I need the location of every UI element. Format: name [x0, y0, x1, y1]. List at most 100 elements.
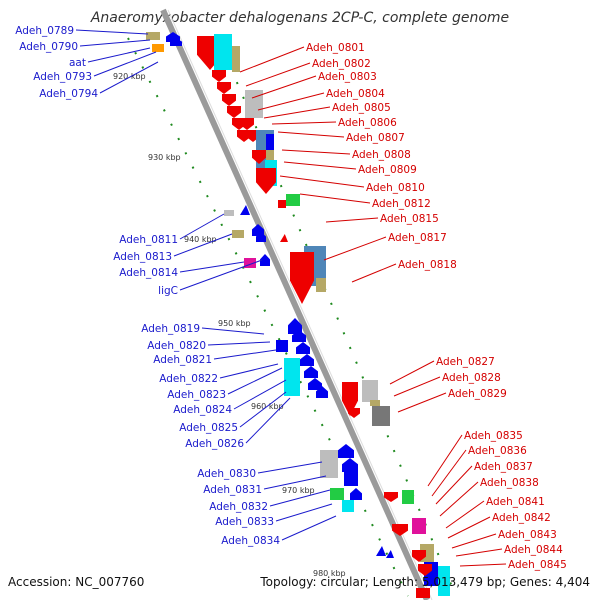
- right-label-leader: [283, 161, 357, 170]
- left-gene-label: Adeh_0819: [141, 323, 200, 335]
- gene-arrow: [316, 386, 328, 398]
- right-label-leader: [271, 121, 337, 125]
- gene-arrow: [384, 492, 398, 502]
- left-gene-label: aat: [69, 57, 86, 69]
- left-label-leader: [233, 379, 287, 410]
- left-gene-label: Adeh_0821: [153, 354, 212, 366]
- left-label-leader: [263, 475, 327, 490]
- right-label-leader: [451, 533, 497, 549]
- gene-block: [152, 44, 164, 52]
- gene-arrow: [290, 252, 314, 304]
- right-gene-label: Adeh_0812: [372, 198, 431, 210]
- topology-text: Topology: circular; Length: 5,013,479 bp…: [259, 575, 590, 589]
- right-label-leader: [435, 465, 473, 505]
- left-label-leader: [207, 341, 271, 346]
- right-label-leader: [351, 263, 397, 283]
- gene-arrow: [252, 150, 266, 164]
- left-gene-label: Adeh_0825: [179, 422, 238, 434]
- gene-arrow: [300, 354, 314, 366]
- left-label-leader: [219, 363, 279, 379]
- gene-block: [330, 488, 344, 500]
- gene-block: [245, 90, 263, 118]
- gene-block: [224, 210, 234, 216]
- left-gene-label: Adeh_0824: [173, 404, 232, 416]
- right-gene-label: Adeh_0829: [448, 388, 507, 400]
- right-label-leader: [459, 563, 507, 567]
- left-label-leader: [245, 397, 291, 444]
- right-gene-label: Adeh_0818: [398, 259, 457, 271]
- left-gene-label: Adeh_0832: [209, 501, 268, 513]
- right-gene-label: Adeh_0845: [508, 559, 567, 571]
- right-label-leader: [447, 516, 491, 539]
- left-gene-label: Adeh_0794: [39, 88, 98, 100]
- gene-arrow: [240, 205, 250, 215]
- right-label-leader: [263, 106, 331, 119]
- right-gene-label: Adeh_0810: [366, 182, 425, 194]
- gene-arrow: [280, 234, 288, 242]
- gene-arrow: [288, 318, 302, 334]
- left-label-leader: [93, 51, 157, 77]
- left-labels: Adeh_0789Adeh_0790aatAdeh_0793Adeh_0794A…: [15, 25, 337, 547]
- right-label-leader: [279, 175, 365, 188]
- left-gene-label: Adeh_0834: [221, 535, 280, 547]
- gene-arrow: [256, 232, 266, 242]
- gene-features: [146, 32, 450, 598]
- gene-arrow: [350, 488, 362, 500]
- right-label-leader: [277, 131, 345, 138]
- gene-block: [402, 490, 414, 504]
- right-gene-label: Adeh_0804: [326, 88, 385, 100]
- gene-arrow: [292, 330, 306, 342]
- left-gene-label: Adeh_0822: [159, 373, 218, 385]
- right-gene-label: Adeh_0844: [504, 544, 563, 556]
- left-gene-label: Adeh_0811: [119, 234, 178, 246]
- left-gene-label: Adeh_0823: [167, 389, 226, 401]
- right-gene-label: Adeh_0835: [464, 430, 523, 442]
- gene-block: [416, 588, 430, 598]
- gene-block: [244, 258, 256, 268]
- gene-block: [284, 358, 300, 396]
- gene-block: [412, 518, 426, 534]
- gene-arrow: [296, 342, 310, 354]
- left-label-leader: [239, 391, 287, 428]
- gene-block: [320, 450, 338, 478]
- left-label-leader: [201, 327, 265, 335]
- right-gene-label: Adeh_0809: [358, 164, 417, 176]
- gene-block: [232, 230, 244, 238]
- right-label-leader: [239, 46, 305, 73]
- gene-block: [286, 194, 300, 206]
- gene-arrow: [260, 254, 270, 266]
- right-gene-label: Adeh_0801: [306, 42, 365, 54]
- left-label-leader: [213, 349, 277, 360]
- right-gene-label: Adeh_0836: [468, 445, 527, 457]
- gene-block: [266, 150, 274, 160]
- left-gene-label: Adeh_0789: [15, 25, 74, 37]
- map-title: Anaeromyxobacter dehalogenans 2CP-C, com…: [90, 10, 509, 26]
- right-gene-label: Adeh_0807: [346, 132, 405, 144]
- right-gene-label: Adeh_0838: [480, 477, 539, 489]
- gene-arrow: [240, 118, 254, 130]
- right-gene-label: Adeh_0828: [442, 372, 501, 384]
- scale-label: 920 kbp: [113, 72, 146, 81]
- left-label-leader: [99, 61, 159, 94]
- gene-arrow: [217, 82, 231, 94]
- gene-block: [278, 200, 286, 208]
- right-gene-label: Adeh_0803: [318, 71, 377, 83]
- gene-arrow: [256, 168, 276, 194]
- left-label-leader: [173, 233, 233, 257]
- right-gene-label: Adeh_0841: [486, 496, 545, 508]
- left-label-leader: [257, 461, 323, 474]
- gene-block: [266, 134, 274, 150]
- gene-block: [362, 380, 378, 402]
- gene-arrow: [386, 550, 394, 558]
- accession-text: Accession: NC_007760: [8, 575, 144, 589]
- gene-arrow: [418, 564, 432, 576]
- gene-arrow: [348, 408, 360, 418]
- left-label-leader: [179, 213, 225, 240]
- gene-arrow: [227, 106, 241, 118]
- gene-block: [372, 406, 390, 426]
- genome-backbone-highlight: [167, 9, 433, 600]
- right-label-leader: [439, 481, 479, 517]
- scale-label: 950 kbp: [218, 319, 251, 328]
- genome-backbone: [160, 8, 430, 600]
